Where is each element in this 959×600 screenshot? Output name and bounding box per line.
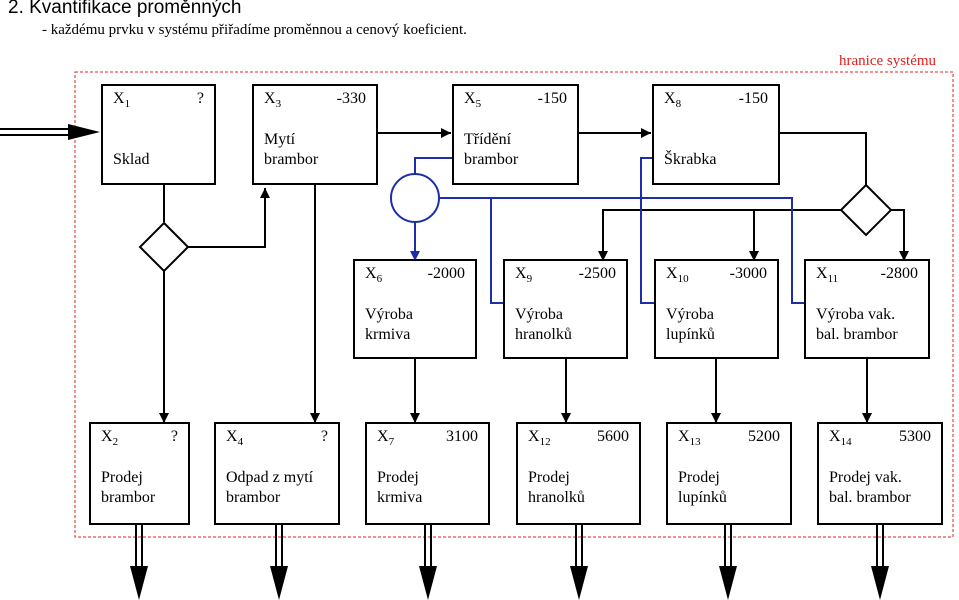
page-title: 2. Kvantifikace proměnných — [8, 0, 242, 18]
node-sklad: X1 ? Sklad — [101, 84, 216, 185]
output-arrow-1 — [130, 524, 148, 600]
node-vyroba-hranolku: X9 -2500 Výroba hranolků — [503, 259, 628, 359]
split-diamond-right — [839, 183, 893, 237]
page-subtitle: - každému prvku v systému přiřadíme prom… — [42, 22, 467, 38]
connector-split-vak — [891, 209, 909, 261]
node-vyroba-lupinku: X10 -3000 Výroba lupínků — [654, 259, 779, 359]
output-arrow-6 — [871, 524, 889, 600]
connector-skrabka-lupinky-waste — [640, 157, 656, 304]
split-diamond-left — [138, 221, 190, 273]
node-prodej-krmiva: X7 3100 Prodej krmiva — [365, 422, 490, 525]
connector-collector-bus — [439, 197, 806, 304]
output-arrow-2 — [270, 524, 288, 600]
node-prodej-lupinku: X13 5200 Prodej lupínků — [666, 422, 792, 525]
node-skrabka: X8 -150 Škrabka — [652, 84, 780, 185]
output-arrow-4 — [570, 524, 588, 600]
system-boundary-label: hranice systému — [839, 53, 937, 69]
connector-split-myti — [188, 188, 270, 248]
node-odpad: X4 ? Odpad z mytí brambor — [214, 422, 340, 525]
system-boundary — [74, 71, 954, 538]
output-arrow-5 — [719, 524, 737, 600]
node-prodej-brambor: X2 ? Prodej brambor — [89, 422, 190, 525]
node-trideni: X5 -150 Třídění brambor — [452, 84, 579, 185]
output-arrow-3 — [419, 524, 437, 600]
input-arrow — [0, 124, 100, 140]
connector-skrabka-split — [779, 132, 867, 185]
connector-hranolky-collector — [490, 198, 505, 304]
node-prodej-vak: X14 5300 Prodej vak. bal. brambor — [817, 422, 943, 525]
node-myti: X3 -330 Mytí brambor — [252, 84, 378, 185]
waste-collector — [390, 173, 440, 223]
connector-split-production — [598, 209, 841, 261]
node-prodej-hranolku: X12 5600 Prodej hranolků — [516, 422, 641, 525]
node-vyroba-vak: X11 -2800 Výroba vak. bal. brambor — [804, 259, 930, 359]
node-vyroba-krmiva: X6 -2000 Výroba krmiva — [353, 259, 477, 359]
connector-trideni-collector — [414, 157, 454, 174]
